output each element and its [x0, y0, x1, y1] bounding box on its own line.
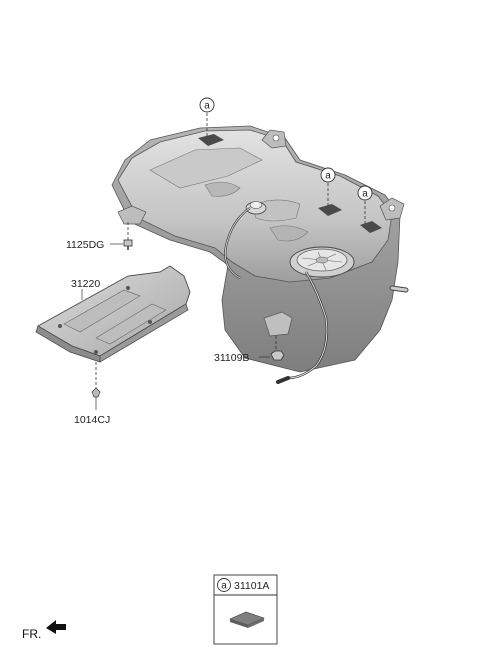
callout-a-1: a: [199, 97, 215, 137]
callout-letter: a: [204, 101, 210, 112]
mounting-pad-3: [360, 221, 382, 233]
callout-a-3: a: [357, 185, 373, 224]
fr-label: FR.: [22, 627, 41, 641]
skid-shield: [35, 265, 191, 363]
label-1014cj: 1014CJ: [74, 414, 110, 426]
mounting-pad-1: [198, 134, 224, 146]
callout-a-2: a: [320, 167, 336, 207]
nut-31109b: [259, 336, 285, 361]
front-arrow-icon: [46, 620, 66, 634]
front-direction-indicator: FR.: [22, 620, 66, 641]
legend-box: a 31101A: [213, 574, 278, 645]
fuel-tank: [111, 125, 409, 384]
bolt-1014cj: [91, 362, 101, 410]
fuel-pump-cap: [289, 246, 355, 278]
callout-letter: a: [362, 189, 368, 200]
label-1125dg: 1125DG: [66, 239, 104, 251]
legend-letter: a: [221, 581, 227, 592]
label-31220: 31220: [71, 278, 100, 290]
label-31109b: 31109B: [214, 352, 249, 364]
mounting-pad-2: [318, 204, 342, 216]
legend-part-number: 31101A: [234, 580, 269, 592]
callout-letter: a: [325, 171, 331, 182]
bolt-1125dg: [110, 222, 133, 250]
